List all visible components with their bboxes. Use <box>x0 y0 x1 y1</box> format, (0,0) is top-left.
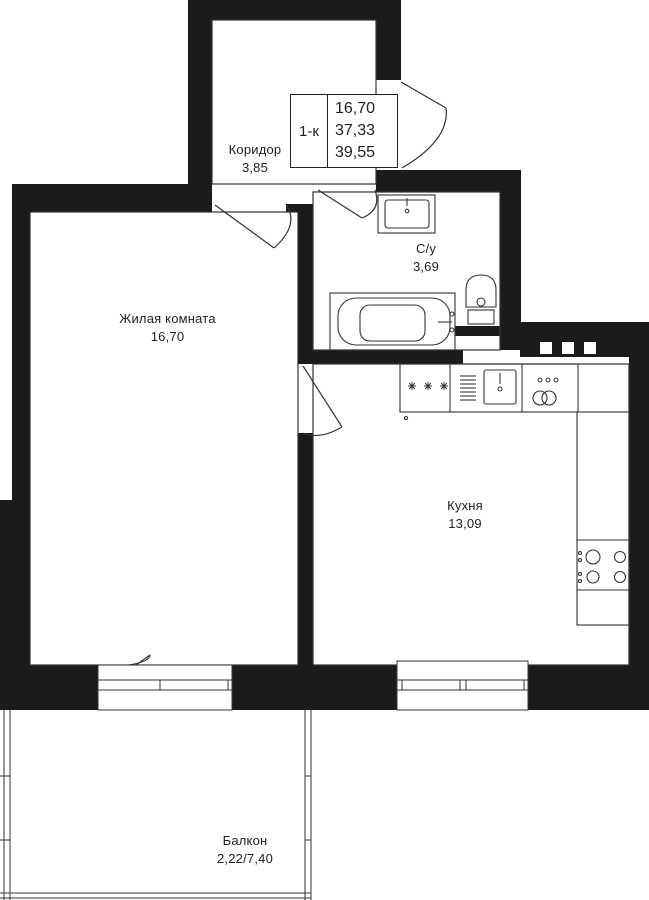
room-area: 16,70 <box>150 329 185 344</box>
room-label-bathroom: С/у 3,69 <box>386 240 466 276</box>
room-name: С/у <box>415 241 437 256</box>
room-area: 3,85 <box>241 160 269 175</box>
room-label-balcony: Балкон 2,22/7,40 <box>190 832 300 868</box>
room-label-kitchen: Кухня 13,09 <box>425 497 505 533</box>
hob-icons <box>408 382 448 390</box>
balcony-railing <box>0 710 312 900</box>
total-area-value: 37,33 <box>335 122 376 139</box>
windows <box>97 660 529 711</box>
area-values: 16,70 37,33 39,55 <box>328 95 397 167</box>
room-label-living: Жилая комната 16,70 <box>95 310 240 346</box>
room-area: 2,22/7,40 <box>216 851 273 866</box>
walls <box>0 0 649 710</box>
total-with-balcony-value: 39,55 <box>335 144 376 161</box>
room-area: 13,09 <box>448 516 482 531</box>
room-name: Балкон <box>222 833 268 848</box>
apartment-type: 1-к <box>291 95 328 167</box>
apartment-summary: 1-к 16,70 37,33 39,55 <box>290 94 398 168</box>
room-name: Кухня <box>447 498 483 513</box>
room-label-corridor: Коридор 3,85 <box>210 141 300 177</box>
living-area-value: 16,70 <box>335 100 376 117</box>
vent-shafts <box>444 194 596 354</box>
room-area: 3,69 <box>412 259 440 274</box>
room-name: Коридор <box>228 142 282 157</box>
bathroom-fixtures <box>329 194 497 351</box>
room-name: Жилая комната <box>119 311 216 326</box>
kitchen-fixtures <box>399 363 630 626</box>
